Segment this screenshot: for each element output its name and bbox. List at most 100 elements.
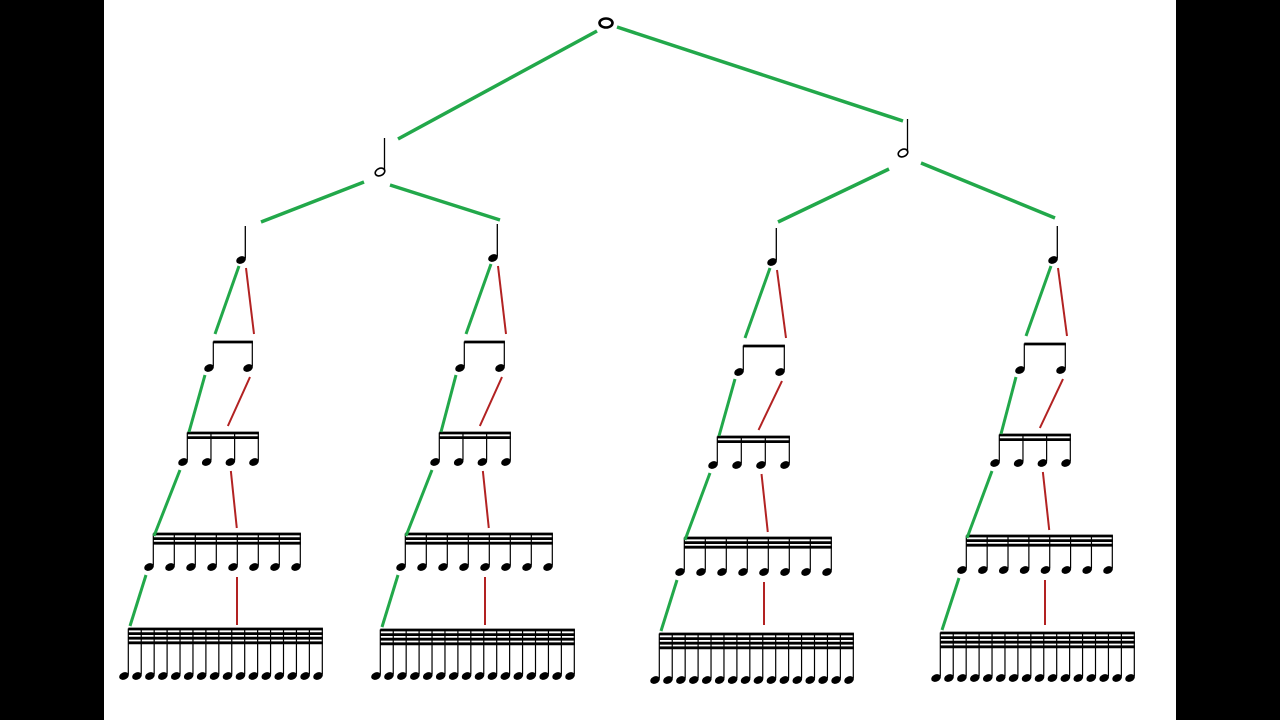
whole-note: [598, 17, 614, 29]
connector-thirtysecond-sixtyfourth: [380, 574, 400, 628]
diagram-canvas: [104, 0, 1176, 720]
thirty-second-note-head: [822, 568, 832, 576]
sixteenth-note-head: [477, 458, 488, 466]
sixty-fourth-note-head: [818, 676, 828, 684]
sixty-fourth-note-head: [196, 672, 207, 680]
sixty-fourth-note-head: [1034, 674, 1045, 682]
sixty-fourth-note-head: [805, 676, 815, 684]
eighth-note-head: [1056, 366, 1066, 374]
sixty-fourth-note-head: [779, 676, 790, 684]
sixty-fourth-note-head: [300, 672, 310, 680]
quarter-note-head: [236, 256, 246, 264]
thirty-second-note-head: [1040, 566, 1051, 574]
sixteenth-note-head: [249, 458, 259, 466]
sixteenth-note-head: [453, 458, 464, 466]
sixty-fourth-note-head: [513, 672, 524, 680]
sixteenth-note-head: [732, 461, 742, 469]
connector-red-sixteenth-thirtysecond: [229, 470, 238, 529]
connector-quarter-eighth: [213, 265, 241, 335]
sixty-fourth-note-head: [753, 676, 764, 684]
connector-half-right-b: [920, 161, 1056, 220]
connector-half-left-b: [389, 183, 501, 222]
sixty-fourth-note-head: [1008, 674, 1019, 682]
sixteenth-note-head: [708, 461, 718, 469]
sixty-fourth-note-head: [145, 672, 155, 680]
eighth-note-head: [1015, 366, 1025, 374]
sixty-fourth-note-head: [995, 674, 1006, 682]
sixty-fourth-note-head: [435, 672, 446, 680]
connector-sixteenth-thirtysecond: [404, 469, 434, 537]
quarter-note-head: [488, 254, 498, 262]
thirty-second-note-head: [717, 568, 727, 576]
sixty-fourth-note-head: [663, 676, 673, 684]
thirty-second-note-head: [144, 563, 154, 571]
connector-sixteenth-thirtysecond: [152, 469, 182, 537]
sixteenth-note-head: [780, 461, 790, 469]
sixty-fourth-note-head: [170, 672, 181, 680]
sixty-fourth-note-head: [944, 674, 954, 682]
thirty-second-note-head: [543, 563, 553, 571]
thirty-second-note-head: [522, 563, 532, 571]
connector-red-eighth-sixteenth: [478, 376, 503, 427]
sixteenth-note-head: [201, 458, 212, 466]
connector-root-left: [397, 29, 598, 141]
thirty-second-note-head: [186, 563, 196, 571]
connector-quarter-eighth: [743, 267, 772, 339]
sixty-fourth-note-head: [487, 672, 498, 680]
connector-red-sixteenth-thirtysecond: [760, 473, 769, 533]
sixty-fourth-note-head: [792, 676, 803, 684]
sixty-fourth-note-head: [209, 672, 220, 680]
sixty-fourth-note-head: [474, 672, 485, 680]
sixty-fourth-note-head: [183, 672, 194, 680]
sixty-fourth-note-head: [970, 674, 980, 682]
eighth-note-head: [243, 364, 253, 372]
thirty-second-note-head: [270, 563, 280, 571]
sixty-fourth-note-head: [461, 672, 472, 680]
sixty-fourth-note-head: [526, 672, 536, 680]
connector-eighth-sixteenth: [439, 374, 458, 433]
connector-half-right-a: [777, 167, 890, 224]
sixty-fourth-note-head: [1073, 674, 1084, 682]
connector-half-left-a: [260, 180, 365, 224]
connector-red-quarter-eighth: [497, 265, 507, 335]
thirty-second-note-head: [1061, 566, 1072, 574]
sixty-fourth-note-head: [274, 672, 284, 680]
sixty-fourth-note-head: [371, 672, 381, 680]
sixty-fourth-note-head: [235, 672, 246, 680]
sixty-fourth-note-head: [740, 676, 751, 684]
sixty-fourth-note-head: [1047, 674, 1058, 682]
thirty-second-note-head: [780, 568, 790, 576]
thirty-second-note-head: [957, 566, 967, 574]
sixty-fourth-note-head: [119, 672, 129, 680]
sixteenth-note-head: [225, 458, 236, 466]
eighth-note-head: [734, 368, 744, 376]
thirty-second-note-head: [998, 566, 1009, 574]
thirty-second-note-head: [396, 563, 406, 571]
thirty-second-note-head: [480, 563, 490, 571]
connector-red-sixteenth-thirtysecond: [1041, 471, 1051, 531]
eighth-note-head: [495, 364, 505, 372]
thirty-second-note-head: [675, 568, 685, 576]
connector-eighth-sixteenth: [187, 374, 207, 433]
connector-red-quarter-eighth: [245, 267, 255, 335]
thirty-second-note-head: [249, 563, 259, 571]
thirty-second-note-head: [228, 563, 238, 571]
sixty-fourth-note-head: [1021, 674, 1032, 682]
sixty-fourth-note-head: [714, 676, 725, 684]
sixty-fourth-note-head: [313, 672, 323, 680]
sixty-fourth-note-head: [701, 676, 712, 684]
thirty-second-note-head: [501, 563, 511, 571]
sixty-fourth-note-head: [1112, 674, 1122, 682]
sixty-fourth-note-head: [384, 672, 394, 680]
sixteenth-note-head: [990, 459, 1000, 467]
sixty-fourth-note-head: [410, 672, 420, 680]
sixteenth-note-head: [1061, 459, 1071, 467]
sixteenth-note-head: [501, 458, 511, 466]
connector-sixteenth-thirtysecond: [965, 470, 994, 539]
sixty-fourth-note-head: [1099, 674, 1109, 682]
thirty-second-note-head: [696, 568, 706, 576]
sixteenth-note-head: [178, 458, 188, 466]
quarter-note-head: [767, 258, 777, 266]
sixty-fourth-note-head: [422, 672, 433, 680]
connector-quarter-eighth: [464, 263, 493, 335]
